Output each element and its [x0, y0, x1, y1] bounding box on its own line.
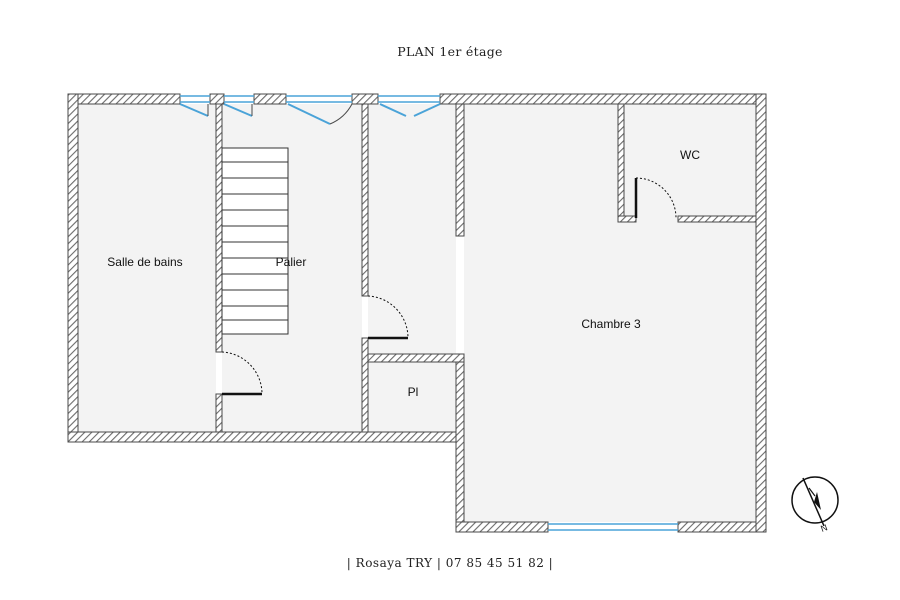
wall-placard-top [367, 353, 465, 363]
north-arrow-icon: N [791, 476, 839, 534]
wall-bottom-1 [455, 521, 549, 533]
floor-salle-de-bains [78, 104, 216, 432]
window-frames [207, 103, 353, 125]
svg-text:N: N [819, 522, 829, 534]
wall-partition-bath-bottom [215, 393, 223, 433]
wall-step [455, 353, 465, 533]
floor-wc [624, 104, 756, 216]
wall-partition-bath-top [215, 103, 223, 353]
doors [221, 177, 677, 396]
wall-top-2 [209, 93, 225, 105]
contact-footer: | Rosaya TRY | 07 85 45 51 82 | [346, 556, 554, 570]
room-label-chambre-3: Chambre 3 [581, 317, 641, 331]
wall-top-1 [67, 93, 181, 105]
wall-partition-corridor-bottom [361, 337, 369, 433]
wall-top-4 [351, 93, 379, 105]
room-label-wc: WC [680, 148, 700, 162]
wall-top-3 [253, 93, 287, 105]
wall-wc-bottom-2 [677, 215, 757, 223]
room-label-salle-de-bains: Salle de bains [107, 255, 182, 269]
wall-bottom-left [67, 431, 465, 443]
plan-title: PLAN 1er étage [397, 44, 503, 59]
staircase [221, 147, 289, 335]
room-label-placard: Pl [408, 385, 419, 399]
wall-wc-bottom-1 [617, 215, 637, 223]
floor-placard [368, 362, 456, 432]
wall-right [755, 93, 767, 533]
wall-left [67, 93, 79, 443]
room-floors [78, 104, 756, 522]
wall-wc-left [617, 103, 625, 223]
walls [67, 93, 767, 533]
floor-corridor [368, 104, 456, 354]
wall-top-5 [439, 93, 767, 105]
wall-partition-corridor-top [361, 103, 369, 297]
wall-partition-chambre [455, 103, 465, 237]
wall-bottom-2 [677, 521, 767, 533]
windows [179, 95, 678, 531]
room-label-palier: Palier [276, 255, 307, 269]
